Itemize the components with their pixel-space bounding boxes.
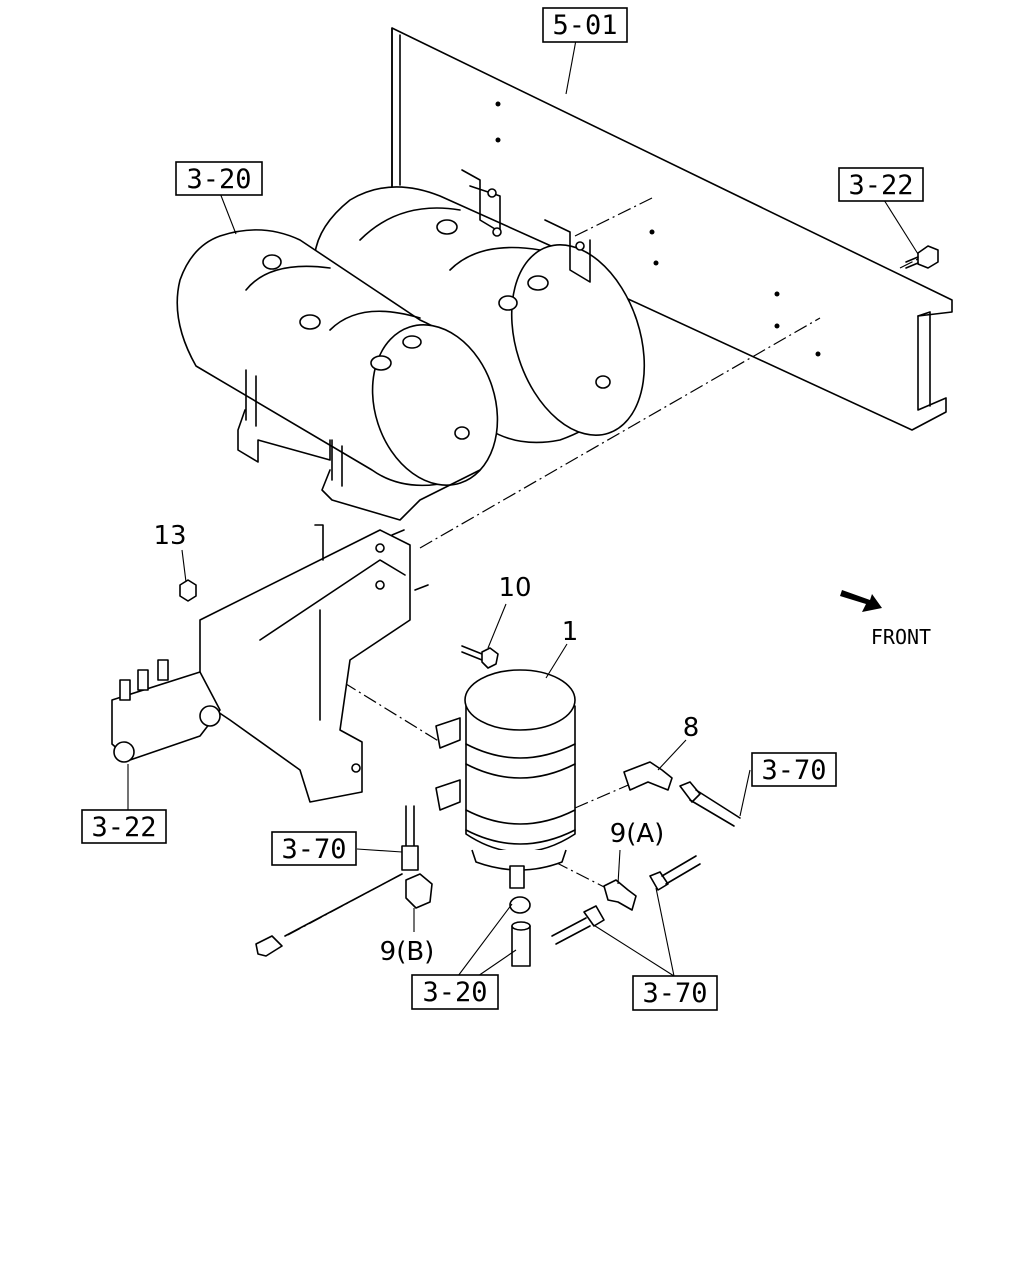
bolt-10 [461, 645, 499, 669]
harness-connector [255, 873, 403, 957]
svg-text:3-70: 3-70 [642, 978, 707, 1009]
part-number-1: 1 [562, 617, 579, 647]
valve-bracket [179, 524, 429, 803]
front-arrow-icon [840, 590, 882, 612]
part-number-10: 10 [498, 573, 531, 603]
svg-text:5-01: 5-01 [552, 10, 617, 41]
tank-brackets [237, 169, 591, 521]
ref-3-20-top: 3-20 [175, 161, 263, 196]
leader-lines [127, 39, 919, 977]
hose-right [679, 781, 741, 827]
elbow-fitting-8 [623, 761, 673, 791]
ref-5-01: 5-01 [542, 7, 628, 43]
sensor-left [401, 805, 419, 871]
air-tank-front [176, 229, 499, 487]
hose-clamp [509, 896, 531, 967]
frame-rail [391, 27, 953, 431]
svg-text:3-22: 3-22 [848, 170, 913, 201]
svg-text:3-20: 3-20 [422, 977, 487, 1008]
elbow-fitting-9b [405, 873, 433, 909]
ref-3-22-right: 3-22 [838, 167, 924, 202]
air-tank-rear [313, 186, 646, 444]
front-label: FRONT [871, 625, 931, 649]
air-dryer [435, 669, 576, 889]
tee-fitting-9a [551, 855, 701, 945]
ref-3-70-right: 3-70 [751, 752, 837, 787]
bolt-right [905, 245, 939, 269]
relay-valve [111, 659, 221, 763]
ref-3-22-left: 3-22 [81, 809, 167, 844]
ref-3-70-left: 3-70 [271, 831, 357, 866]
part-number-13: 13 [153, 521, 186, 551]
svg-text:3-22: 3-22 [91, 812, 156, 843]
part-number-9b: 9(B) [380, 937, 435, 967]
part-number-8: 8 [683, 713, 700, 743]
svg-text:3-20: 3-20 [186, 164, 251, 195]
ref-3-70-bottom: 3-70 [632, 975, 718, 1011]
svg-text:3-70: 3-70 [761, 755, 826, 786]
part-number-9a: 9(A) [610, 819, 665, 849]
svg-text:3-70: 3-70 [281, 834, 346, 865]
ref-3-20-bottom: 3-20 [411, 974, 499, 1010]
